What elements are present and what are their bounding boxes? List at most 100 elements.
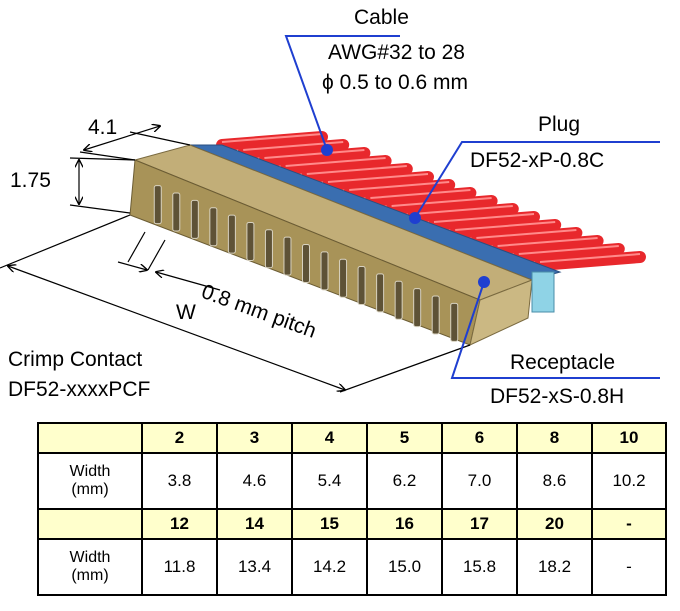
receptacle-leader-line <box>450 281 660 379</box>
dim-height-ext-bottom <box>69 204 131 214</box>
table-row-label: Width (mm) <box>37 452 143 510</box>
dim-pitch-ext-1 <box>127 231 146 263</box>
contact-slot <box>283 236 292 276</box>
plug-title: Plug <box>538 113 581 136</box>
contact-slot <box>431 295 440 335</box>
receptacle-leader-dot <box>478 276 490 288</box>
table-header-cell: 2 <box>141 422 218 454</box>
receptacle-title: Receptacle <box>510 351 616 374</box>
contact-slot <box>246 221 255 261</box>
crimp-contact-title: Crimp Contact <box>8 348 143 371</box>
dim-depth-arrow <box>84 126 160 150</box>
table-header-cell: 12 <box>141 508 218 540</box>
table-row-label: Width (mm) <box>37 538 143 596</box>
cable-wire-highlight <box>539 253 641 263</box>
plug-part-number: DF52-xP-0.8C <box>470 149 605 172</box>
table-header-cell: 16 <box>366 508 443 540</box>
dim-depth-value: 4.1 <box>88 116 118 139</box>
table-header-cell: - <box>591 508 667 540</box>
dim-depth-ext-right <box>129 131 191 146</box>
cable-title: Cable <box>354 6 409 29</box>
dim-pitch-ext-2 <box>147 239 166 271</box>
cable-wire <box>279 155 392 175</box>
cable-wire <box>343 179 456 199</box>
plug-leader-dot <box>409 212 421 224</box>
cable-wire-highlight <box>285 157 386 167</box>
table-header-row: 12 14 15 16 17 20 - <box>37 508 667 540</box>
width-table: 2 3 4 5 6 8 10 Width (mm) 3.8 4.6 5.4 6.… <box>37 422 667 596</box>
table-cell: 11.8 <box>141 538 218 596</box>
contact-slot <box>413 288 422 328</box>
cable-leader-dot <box>321 144 333 156</box>
cable-wire-highlight <box>433 213 535 223</box>
cable-wire <box>534 251 646 271</box>
contact-slot <box>376 273 385 313</box>
table-row: Width (mm) 11.8 13.4 14.2 15.0 15.8 18.2… <box>37 538 667 596</box>
table-header-cell: 4 <box>291 422 368 454</box>
connector-illustration <box>0 35 660 393</box>
cable-wire <box>364 187 477 207</box>
table-header-cell: 6 <box>441 422 518 454</box>
table-header-cell: 3 <box>216 422 293 454</box>
cable-wire-highlight <box>497 237 598 247</box>
contact-slot <box>450 302 459 342</box>
contact-slot <box>172 192 181 232</box>
cable-wire <box>258 147 371 167</box>
table-cell: 4.6 <box>216 452 293 510</box>
table-header-cell: 14 <box>216 508 293 540</box>
cable-wire-highlight <box>455 221 556 231</box>
cable-wire-highlight <box>476 229 577 239</box>
table-corner-cell <box>37 422 143 454</box>
cable-diameter-range: ϕ 0.5 to 0.6 mm <box>322 71 468 94</box>
cable-wire <box>512 243 625 263</box>
table-row: Width (mm) 3.8 4.6 5.4 6.2 7.0 8.6 10.2 <box>37 452 667 510</box>
contact-slot <box>153 185 162 225</box>
cable-wire-highlight <box>306 165 407 175</box>
contact-slot <box>394 280 403 320</box>
table-cell: 15.0 <box>366 538 443 596</box>
table-cell: 18.2 <box>516 538 593 596</box>
receptacle-part-number: DF52-xS-0.8H <box>490 385 625 408</box>
table-cell: 6.2 <box>366 452 443 510</box>
table-header-cell: 15 <box>291 508 368 540</box>
dim-width-ext-left <box>0 214 131 269</box>
cable-wire-highlight <box>370 189 471 199</box>
cable-leader-line <box>284 35 400 151</box>
table-cell: 5.4 <box>291 452 368 510</box>
cable-wire-highlight <box>412 205 513 215</box>
table-header-cell: 17 <box>441 508 518 540</box>
cable-wire-highlight <box>264 149 365 159</box>
cable-wire-highlight <box>391 197 492 207</box>
contact-slot <box>209 207 218 247</box>
cable-wire-highlight <box>243 141 344 151</box>
table-header-cell: 8 <box>516 422 593 454</box>
dim-width-value: W <box>176 301 196 324</box>
table-cell: 10.2 <box>591 452 667 510</box>
table-header-cell: 5 <box>366 422 443 454</box>
cable-wire <box>470 227 583 247</box>
table-cell: 8.6 <box>516 452 593 510</box>
cable-wire <box>322 171 434 191</box>
contact-slot <box>227 214 236 254</box>
cable-wire <box>406 203 519 223</box>
dim-height-ext-top <box>69 157 136 161</box>
dim-width-ext-right <box>339 344 471 393</box>
table-cell: 14.2 <box>291 538 368 596</box>
dim-height-value: 1.75 <box>10 169 51 192</box>
table-corner-cell <box>37 508 143 540</box>
table-cell: - <box>591 538 667 596</box>
contact-slot <box>339 258 348 298</box>
plug-leader-line <box>414 141 660 219</box>
cable-wire <box>449 219 562 239</box>
cable-wire <box>300 163 413 183</box>
cable-wire <box>428 211 540 231</box>
cable-awg-range: AWG#32 to 28 <box>328 41 465 64</box>
cable-wire-highlight <box>518 245 619 255</box>
cable-wire <box>216 131 328 151</box>
contact-slot <box>357 266 366 306</box>
contact-slot <box>190 199 199 239</box>
table-header-cell: 10 <box>591 422 667 454</box>
cable-wire-highlight <box>349 181 450 191</box>
table-header-cell: 20 <box>516 508 593 540</box>
receptacle-end-face <box>469 279 533 346</box>
